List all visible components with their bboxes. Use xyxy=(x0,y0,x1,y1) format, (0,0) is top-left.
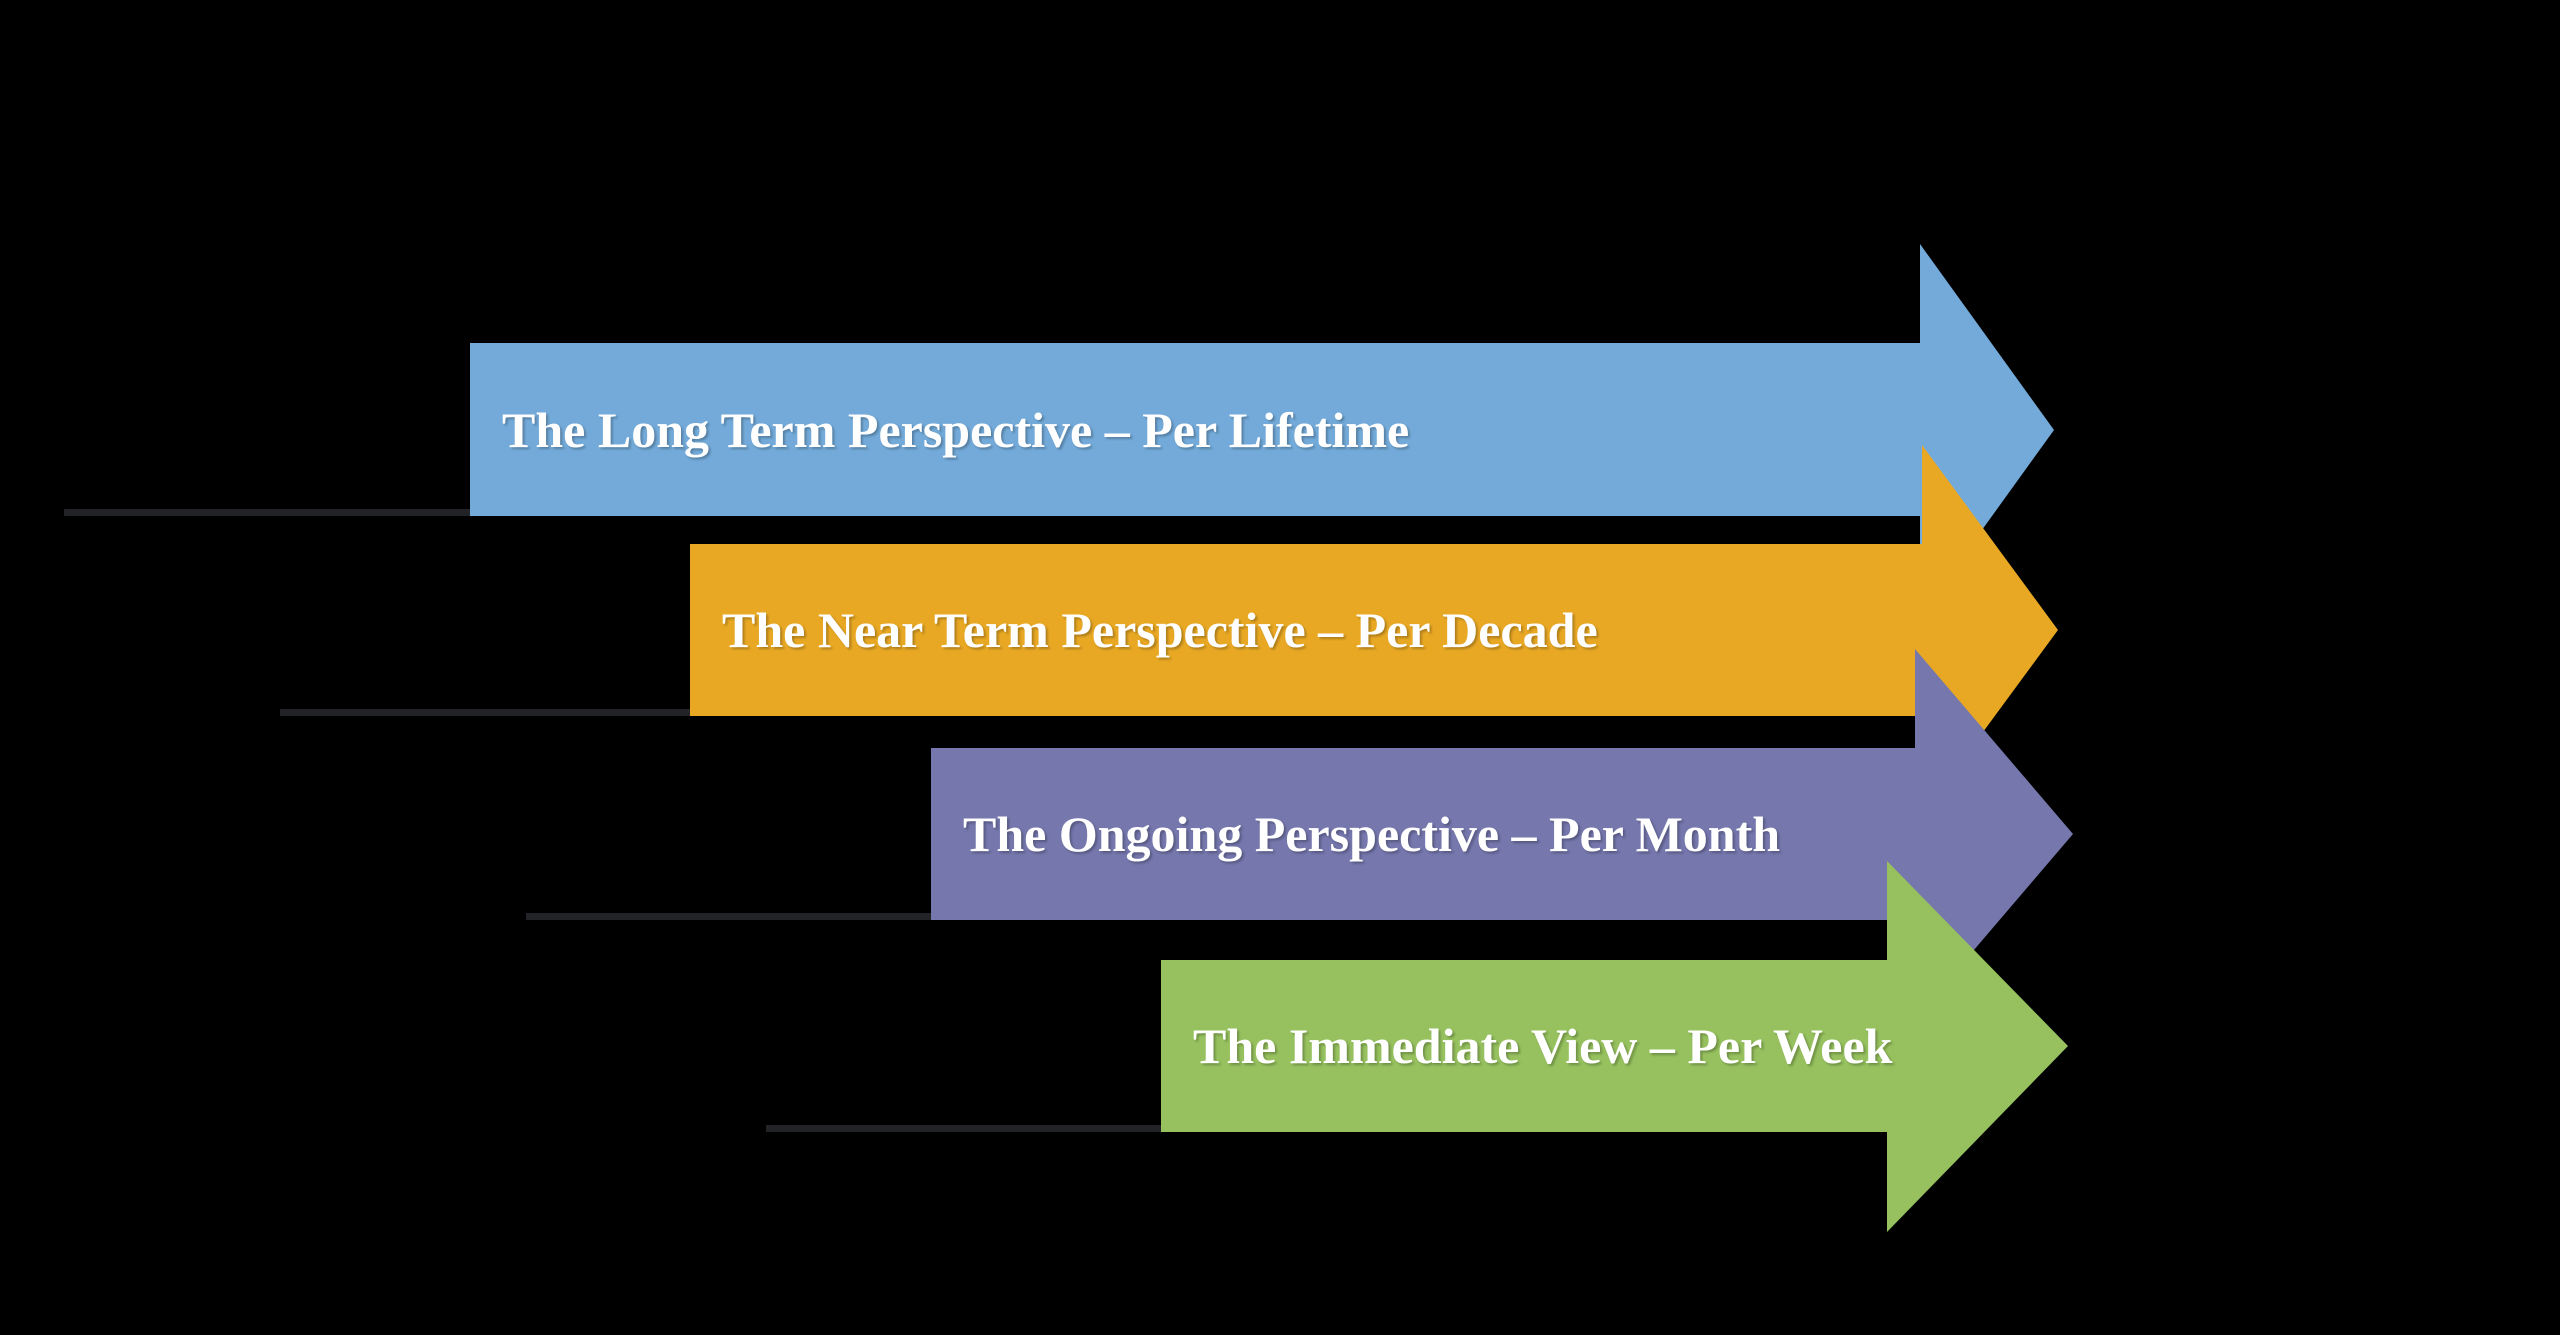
arrow-long-term-label: The Long Term Perspective – Per Lifetime xyxy=(502,401,1410,458)
right-arrow-icon xyxy=(931,649,2073,1019)
arrow-near-term-shape xyxy=(690,445,2058,815)
right-arrow-icon xyxy=(690,445,2058,815)
arrow-near-term-label: The Near Term Perspective – Per Decade xyxy=(722,602,1598,658)
arrow-ongoing-shape xyxy=(931,649,2073,1019)
connector-line-long-term xyxy=(64,509,470,516)
right-arrow-icon xyxy=(470,244,2054,616)
connector-line-immediate xyxy=(766,1125,1161,1132)
arrow-long-term: The Long Term Perspective – Per Lifetime xyxy=(470,244,2060,616)
connector-line-near-term xyxy=(280,709,690,716)
arrow-immediate-label: The Immediate View – Per Week xyxy=(1193,1018,1893,1074)
arrow-ongoing-label: The Ongoing Perspective – Per Month xyxy=(963,806,1781,862)
arrow-immediate-shape xyxy=(1161,861,2068,1232)
right-arrow-icon xyxy=(1161,861,2068,1232)
arrow-long-term-shape xyxy=(470,244,2054,616)
connector-line-ongoing xyxy=(526,913,931,920)
arrow-ongoing: The Ongoing Perspective – Per Month xyxy=(931,649,2076,1020)
arrow-immediate: The Immediate View – Per Week xyxy=(1161,861,2071,1233)
arrow-near-term: The Near Term Perspective – Per Decade xyxy=(690,445,2060,816)
